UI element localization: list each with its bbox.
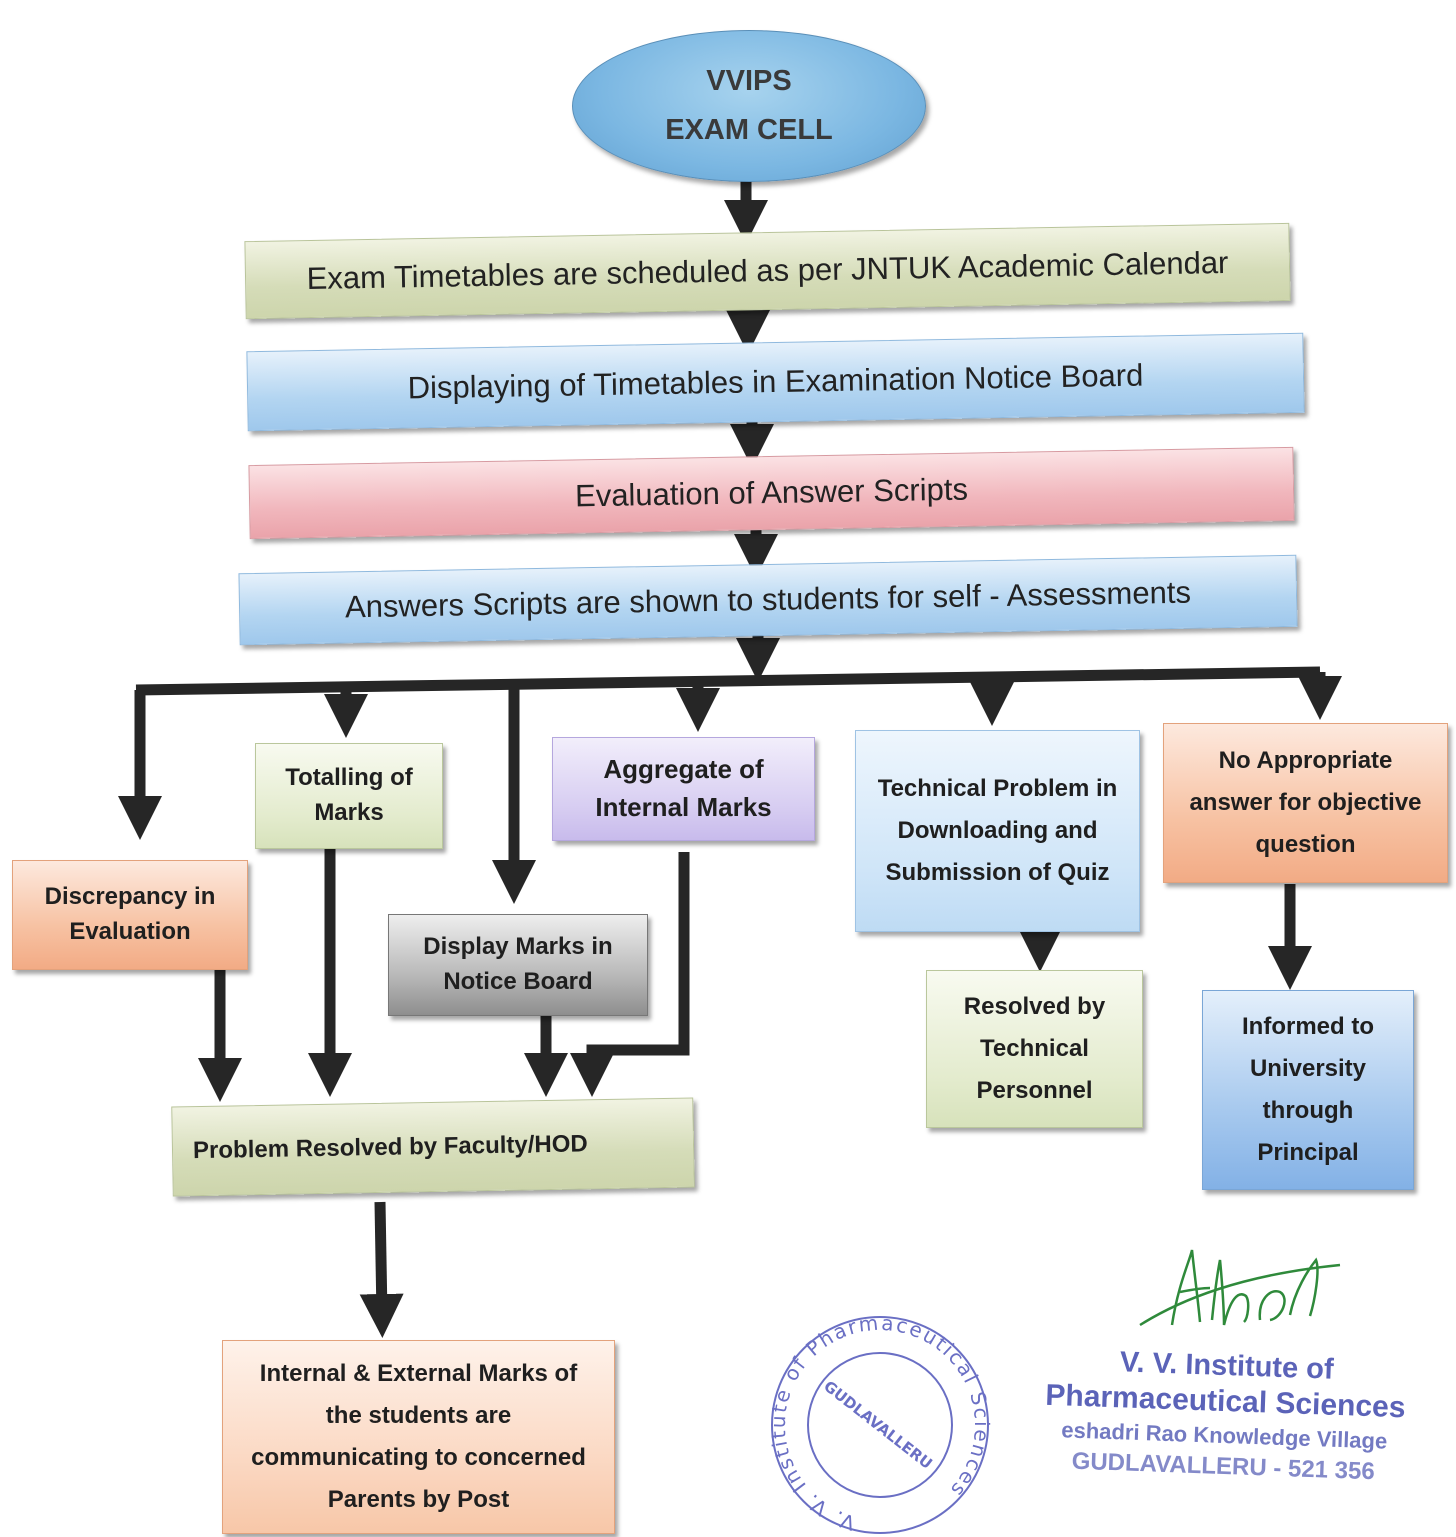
- outcome-parents-label: Internal & External Marks of the student…: [251, 1360, 586, 1513]
- header-line2: EXAM CELL: [665, 114, 833, 146]
- branch-technical-label: Technical Problem in Downloading and Sub…: [877, 775, 1118, 886]
- arrow-aggregate-to-faculty: [570, 852, 690, 1097]
- exam-cell-header: VVIPS EXAM CELL: [572, 30, 926, 182]
- signature: [1139, 1249, 1341, 1327]
- step-evaluation-label: Evaluation of Answer Scripts: [574, 471, 969, 513]
- branch-discrepancy: Discrepancy in Evaluation: [12, 860, 248, 970]
- arrow-faculty-to-parents: [359, 1201, 404, 1338]
- branch-discrepancy-label: Discrepancy in Evaluation: [44, 883, 216, 945]
- branch-display-marks-label: Display Marks in Notice Board: [423, 933, 613, 995]
- branch-aggregate: Aggregate of Internal Marks: [552, 737, 815, 841]
- outcome-faculty: Problem Resolved by Faculty/HOD: [171, 1097, 695, 1197]
- outcome-technical-label: Resolved by Technical Personnel: [963, 993, 1106, 1104]
- outcome-university: Informed to University through Principal: [1202, 990, 1414, 1190]
- seal-center-text: GUDLAVALLERU: [820, 1377, 935, 1473]
- branch-totalling: Totalling of Marks: [255, 743, 443, 849]
- branch-no-answer: No Appropriate answer for objective ques…: [1163, 723, 1448, 883]
- step-display-timetables-label: Displaying of Timetables in Examination …: [407, 357, 1144, 405]
- step-answer-scripts-label: Answers Scripts are shown to students fo…: [344, 574, 1192, 624]
- institute-seal: V. V. Institute of Pharmaceutical Scienc…: [766, 1315, 992, 1535]
- branch-bus: [135, 666, 1321, 696]
- branch-display-marks: Display Marks in Notice Board: [388, 914, 648, 1016]
- outcome-university-label: Informed to University through Principal: [1242, 1013, 1374, 1166]
- branch-no-answer-label: No Appropriate answer for objective ques…: [1189, 747, 1422, 858]
- outcome-faculty-label: Problem Resolved by Faculty/HOD: [192, 1129, 588, 1164]
- outcome-technical: Resolved by Technical Personnel: [926, 970, 1143, 1128]
- header-line1: VVIPS: [706, 64, 792, 97]
- branch-aggregate-label: Aggregate of Internal Marks: [595, 754, 772, 822]
- branch-totalling-label: Totalling of Marks: [285, 764, 413, 826]
- outcome-parents: Internal & External Marks of the student…: [222, 1340, 615, 1534]
- institution-stamp-text: V. V. Institute of Pharmaceutical Scienc…: [1008, 1343, 1442, 1489]
- branch-technical: Technical Problem in Downloading and Sub…: [855, 730, 1140, 932]
- step-exam-timetables-label: Exam Timetables are scheduled as per JNT…: [306, 244, 1229, 296]
